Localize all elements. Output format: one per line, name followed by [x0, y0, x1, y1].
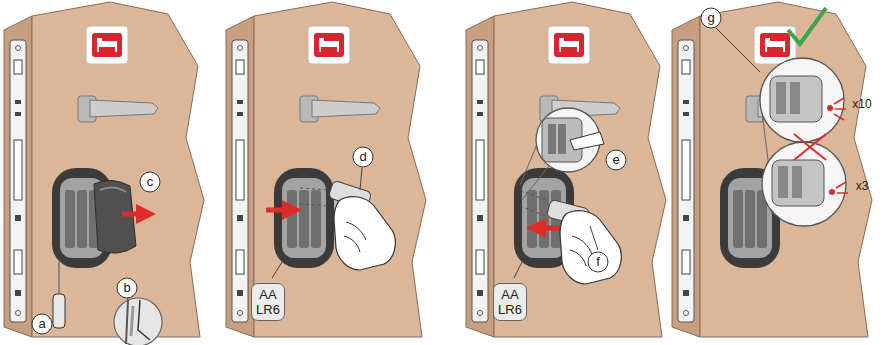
battery-type-label: AA LR6 — [251, 283, 285, 321]
callout-letter: b — [117, 278, 138, 299]
callout-letter: f — [588, 252, 609, 273]
callout-letter: a — [32, 314, 53, 335]
callout-letter: d — [353, 147, 374, 168]
callout-letter: c — [140, 172, 161, 193]
blink-count: x3 — [856, 179, 869, 193]
callout-letter: e — [606, 150, 627, 171]
callout-letter: g — [701, 8, 722, 29]
blink-count: x10 — [852, 97, 871, 111]
battery-type-label: AA LR6 — [493, 283, 527, 321]
